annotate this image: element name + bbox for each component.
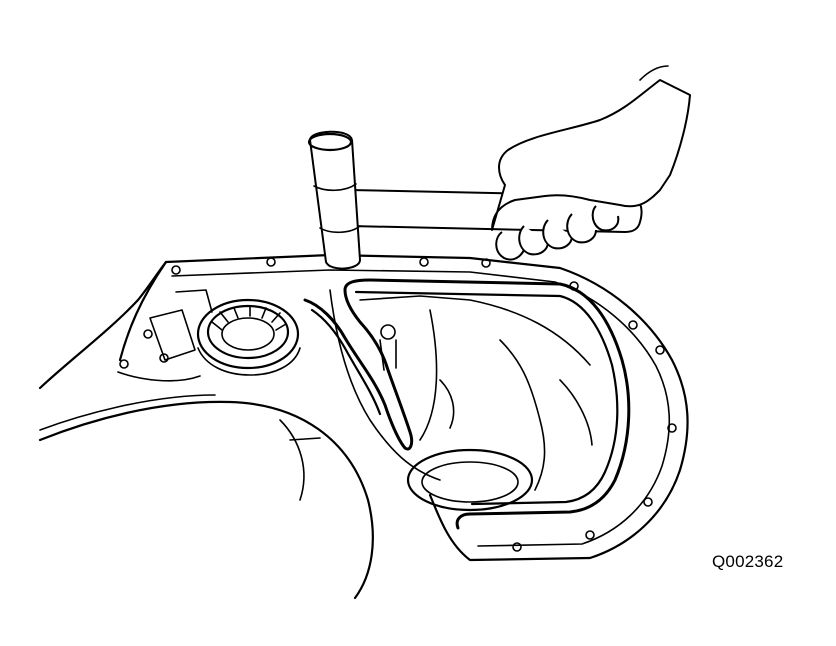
figure-code: Q002362 bbox=[712, 552, 784, 571]
roller-bearing bbox=[196, 298, 301, 376]
lower-housing bbox=[279, 419, 321, 501]
gasket-bead bbox=[303, 278, 631, 530]
housing-interior bbox=[329, 289, 593, 512]
transaxle-housing bbox=[38, 253, 689, 600]
hand bbox=[491, 65, 691, 261]
